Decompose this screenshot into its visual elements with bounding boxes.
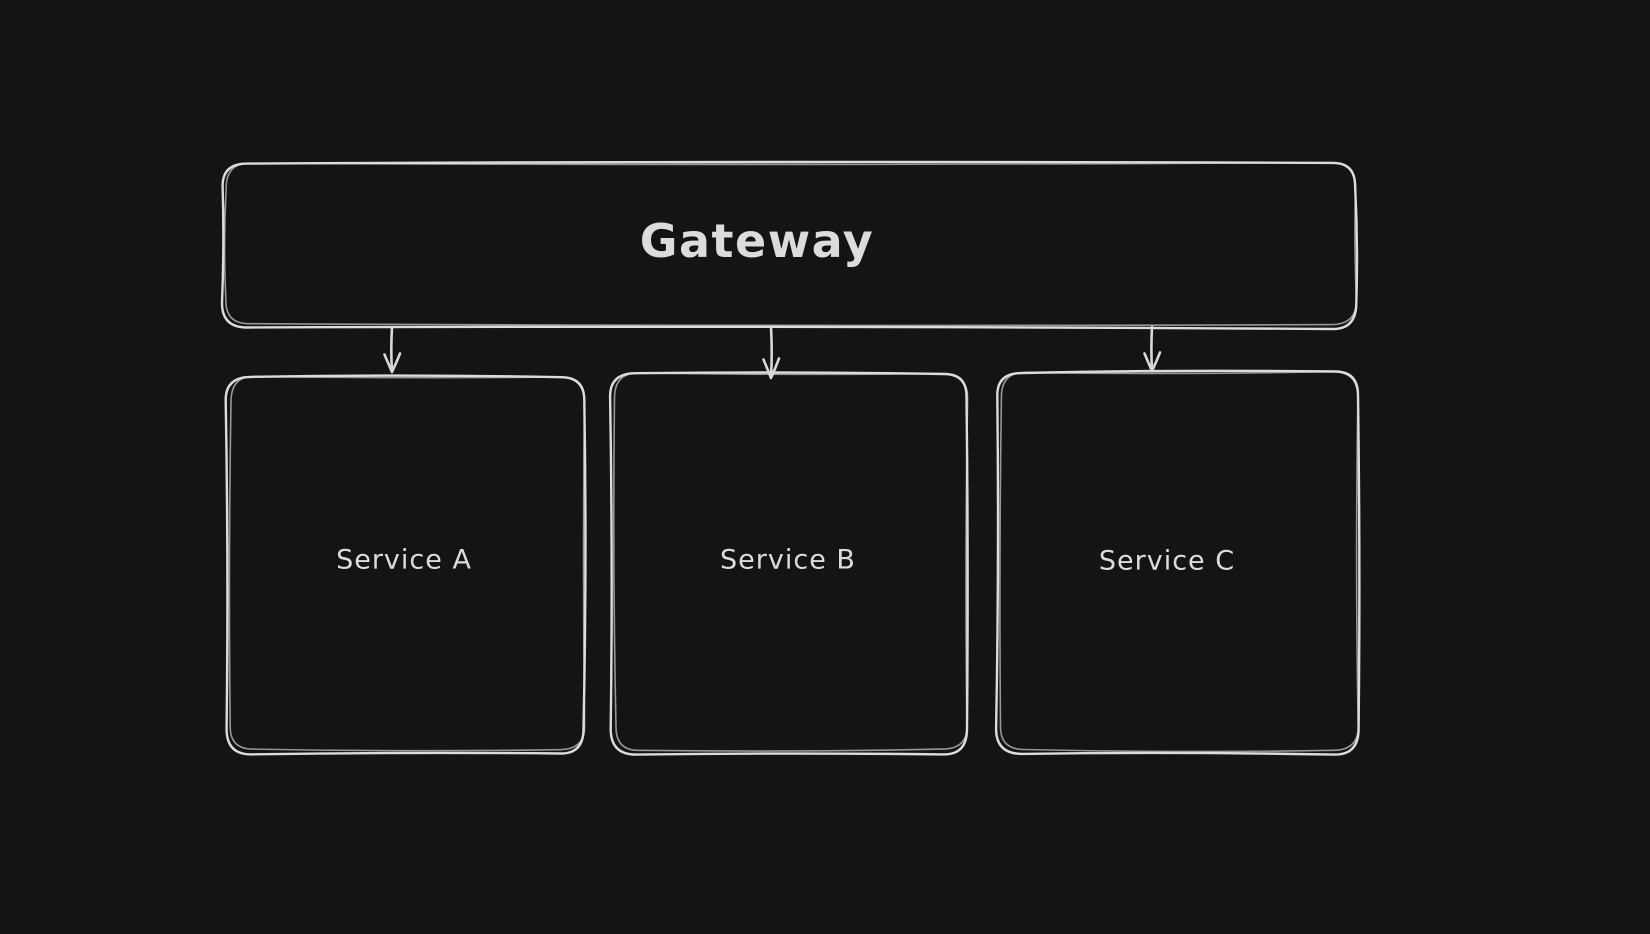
gateway-label: Gateway <box>639 214 875 268</box>
arrow-gateway-to-service-c[interactable] <box>1143 325 1162 373</box>
service-a-box-stroke2 <box>228 375 586 752</box>
service-a-label: Service A <box>336 544 472 576</box>
arrow-a-line <box>390 325 394 373</box>
gateway-box-stroke <box>220 160 1359 331</box>
service-b-box[interactable] <box>608 371 969 756</box>
service-a-box[interactable] <box>224 374 587 756</box>
arrow-b-head <box>762 357 781 380</box>
arrow-gateway-to-service-a[interactable] <box>383 325 402 374</box>
service-c-box[interactable] <box>994 369 1361 756</box>
gateway-box[interactable] <box>220 160 1359 331</box>
service-b-label: Service B <box>720 544 856 576</box>
gateway-box-stroke2 <box>223 161 1358 327</box>
service-b-box-stroke2 <box>612 372 969 752</box>
arrow-b-line <box>769 325 773 379</box>
arrow-gateway-to-service-b[interactable] <box>762 325 781 380</box>
arrow-c-line <box>1150 325 1154 372</box>
service-c-label: Service C <box>1098 545 1236 577</box>
arrow-a-head <box>383 352 402 374</box>
arrow-c-head <box>1143 351 1162 373</box>
service-c-box-stroke2 <box>999 370 1359 753</box>
